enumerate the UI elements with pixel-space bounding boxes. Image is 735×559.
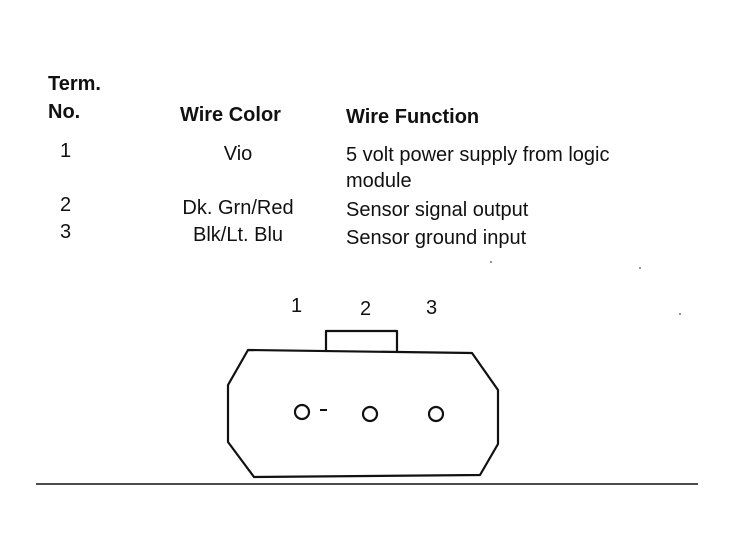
scan-speck [639,267,641,269]
pin-socket-2 [361,405,379,423]
term-header-line2: No. [48,101,81,123]
pin-label-3: 3 [426,297,438,319]
wire-color-1: Vio [223,143,253,165]
wire-function-2: Sensor signal output [346,199,529,221]
connector-body [226,348,500,479]
term-3: 3 [60,221,72,243]
scan-speck [679,313,681,315]
wire-function-header: Wire Function [346,106,480,128]
pin-label-1: 1 [291,295,303,317]
wire-function-3: Sensor ground input [346,227,527,249]
wire-function-1-line2: module [346,170,412,192]
scan-speck [490,261,492,263]
connector-key-tab [324,329,399,352]
pin-socket-1 [293,403,311,421]
pin-label-2: 2 [360,298,372,320]
pin-socket-3 [427,405,445,423]
term-1: 1 [60,140,72,162]
wire-color-3: Blk/Lt. Blu [192,224,284,246]
wire-function-1-line1: 5 volt power supply from logic [346,144,610,166]
term-header-line1: Term. [48,73,101,95]
wire-color-header: Wire Color [180,104,281,126]
wire-color-2: Dk. Grn/Red [182,197,294,219]
term-2: 2 [60,194,72,216]
